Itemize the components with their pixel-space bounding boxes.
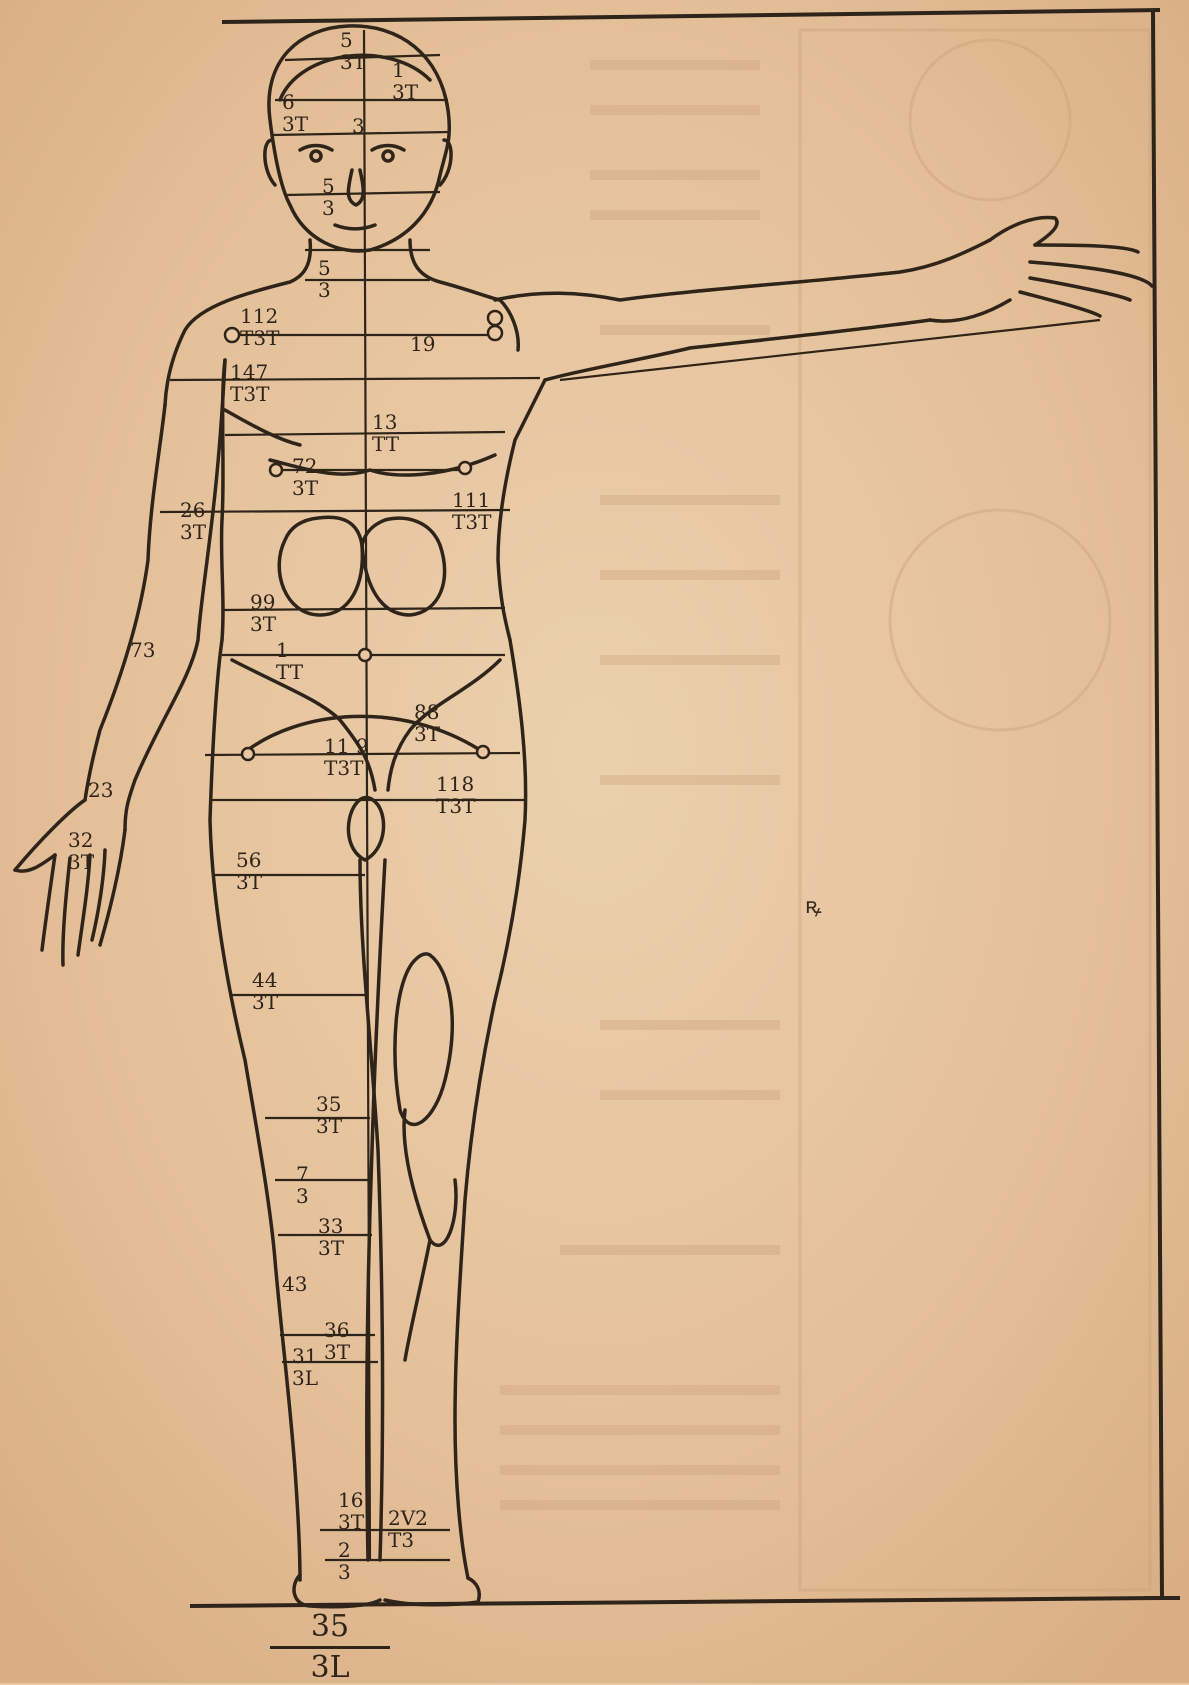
annotation: 2V2T3 [388, 1508, 428, 1550]
scale-top-label: 35 [270, 1612, 390, 1642]
annotation: 353T [316, 1094, 342, 1136]
annotation: 11 9T3T [324, 736, 369, 778]
annotation: 73 [130, 640, 155, 662]
annotation: 313L [292, 1346, 318, 1388]
annotation: 363T [324, 1320, 350, 1362]
annotation: 147T3T [230, 362, 269, 404]
annotation: 13TT [372, 412, 399, 454]
annotation: 43 [282, 1274, 307, 1296]
annotation: 63T [282, 92, 308, 134]
annotation: 263T [180, 500, 206, 542]
annotation: 883T [414, 702, 440, 744]
annotation: 53 [322, 176, 335, 218]
annotation: 333T [318, 1216, 344, 1258]
annotation: 563T [236, 850, 262, 892]
annotation: 53 [318, 258, 331, 300]
annotation: 723T [292, 456, 318, 498]
annotation: 13T [392, 60, 418, 102]
annotation: 118T3T [436, 774, 475, 816]
annotation: 993T [250, 592, 276, 634]
signature-mark: ꝶ [805, 890, 822, 920]
annotation: 23 [338, 1540, 351, 1582]
annotation: 73 [296, 1164, 309, 1206]
annotation: 323T [68, 830, 94, 872]
annotation: 19 [410, 334, 435, 356]
scale-bar: 35 3L [270, 1612, 390, 1683]
annotation: 443T [252, 970, 278, 1012]
annotation: 111T3T [452, 490, 491, 532]
annotation: 163T [338, 1490, 364, 1532]
scale-bottom-label: 3L [270, 1653, 390, 1683]
annotation: 1TT [276, 640, 303, 682]
annotation: 112T3T [240, 306, 279, 348]
annotation: 23 [88, 780, 113, 802]
annotation: 3 [352, 116, 365, 138]
scale-rule [270, 1646, 390, 1649]
annotation: 53T [340, 30, 366, 72]
